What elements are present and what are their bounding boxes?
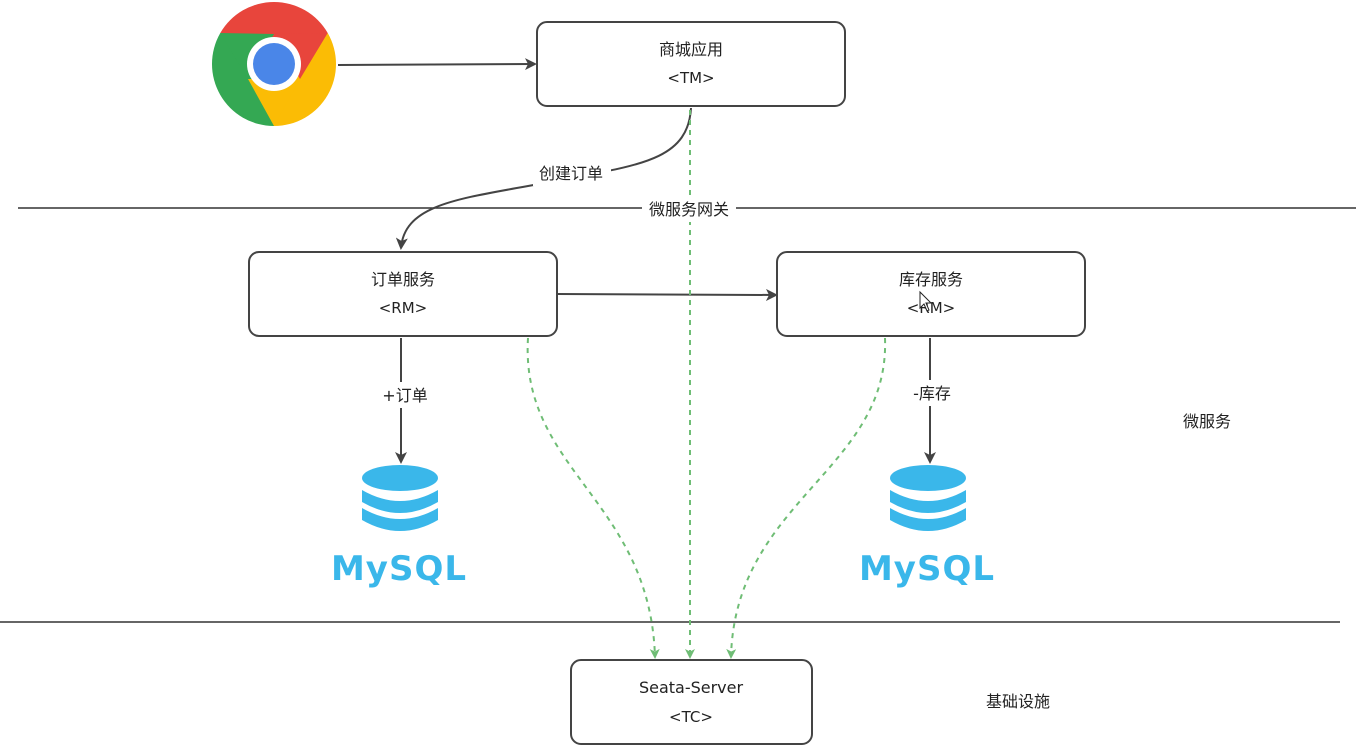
order-service-title: 订单服务	[371, 270, 435, 289]
order-mysql-logo-text: MySQL	[331, 549, 467, 589]
order-service-box: 订单服务 <RM>	[248, 251, 558, 337]
stock-mysql-database-icon	[890, 465, 966, 531]
gateway-layer-label: 微服务网关	[649, 200, 729, 219]
minus-stock-label: -库存	[913, 384, 951, 403]
tc-box-role: <TC>	[669, 708, 713, 726]
tc-box-title: Seata-Server	[639, 678, 744, 697]
chrome-icon	[211, 1, 337, 126]
order-to-stock-arrow	[556, 288, 778, 301]
tm-box: 商城应用 <TM>	[536, 21, 846, 107]
browser-to-tm-arrow	[337, 58, 537, 71]
order-service-role: <RM>	[379, 299, 428, 317]
stock-service-box: 库存服务 <RM>	[776, 251, 1086, 337]
order-to-tc-dashed-arrow	[526, 337, 660, 659]
stock-to-tc-dashed-arrow	[726, 337, 887, 659]
tm-box-role: <TM>	[667, 69, 714, 87]
tm-box-title: 商城应用	[659, 40, 723, 59]
stock-service-title: 库存服务	[899, 270, 963, 289]
microservice-layer-label: 微服务	[1183, 412, 1231, 431]
stock-service-role: <RM>	[907, 299, 956, 317]
mouse-cursor-icon	[919, 290, 933, 312]
tc-box: Seata-Server <TC>	[570, 659, 813, 745]
infrastructure-layer-label: 基础设施	[986, 692, 1050, 711]
add-order-label: +订单	[382, 386, 427, 405]
order-mysql-database-icon	[362, 465, 438, 531]
create-order-label: 创建订单	[539, 164, 603, 183]
stock-mysql-logo-text: MySQL	[859, 549, 995, 589]
